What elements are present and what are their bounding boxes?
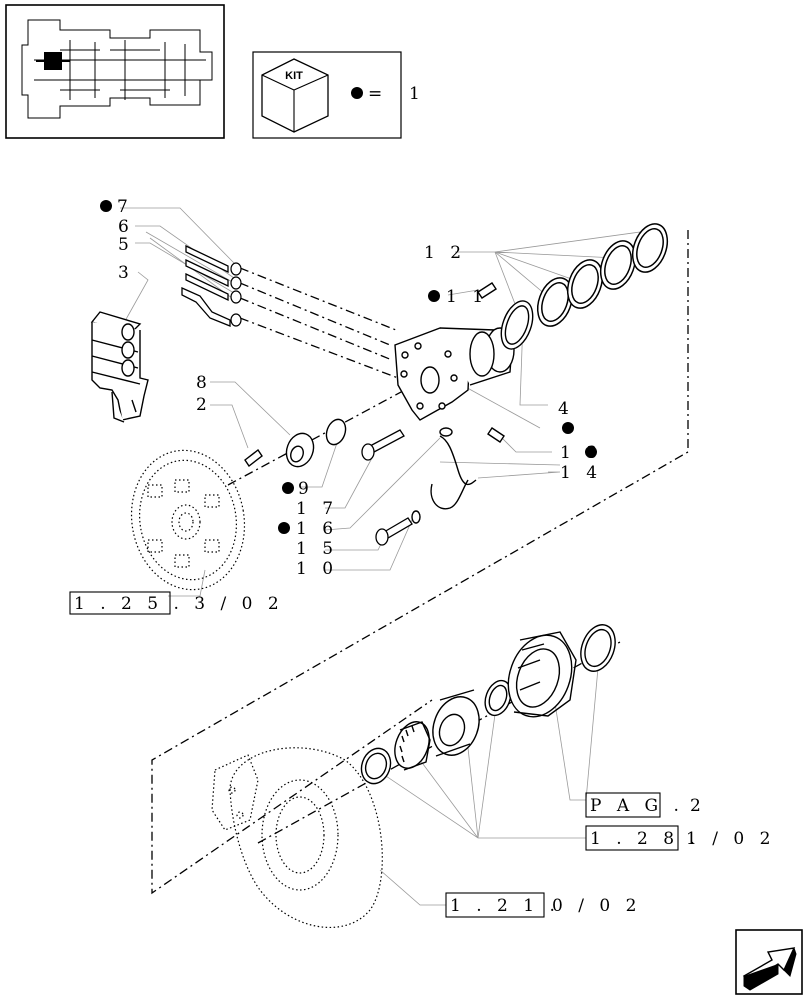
assembly-thumbnail[interactable] — [5, 4, 225, 139]
callout-12[interactable]: 1 2 — [424, 243, 466, 263]
callout-15[interactable]: 1 5 — [296, 539, 338, 559]
callout-3[interactable]: 3 — [118, 263, 134, 283]
callout-2[interactable]: 2 — [196, 395, 212, 415]
pin-13[interactable] — [487, 427, 505, 443]
kit-dot-icon — [428, 290, 440, 302]
ring-set-12[interactable] — [531, 219, 673, 331]
callout-4[interactable]: 4 — [558, 399, 574, 419]
gear-synchro-ring-mid[interactable] — [481, 677, 516, 719]
kit-quantity: 1 — [409, 84, 420, 104]
kit-equals: = — [368, 84, 382, 104]
kit-label: KIT — [285, 70, 303, 82]
reference-1-21-text: 1 . 2 1 . — [450, 896, 560, 916]
callout-6[interactable]: 6 — [118, 217, 134, 237]
clutch-disc-outline — [130, 449, 246, 591]
selector-housing[interactable] — [394, 327, 515, 421]
kit-dot-icon — [282, 482, 294, 494]
gear-synchro-ring-large[interactable] — [575, 620, 621, 676]
reference-1-28-tail: 1 / 0 2 — [686, 829, 775, 849]
washer-9[interactable] — [323, 417, 349, 448]
gear-medium[interactable] — [425, 689, 487, 762]
assembly-boundary — [151, 230, 689, 895]
kit-dot-icon — [585, 446, 597, 458]
gear-large[interactable] — [497, 626, 582, 725]
callout-5[interactable]: 5 — [118, 235, 134, 255]
shaft-axis-upper — [227, 326, 523, 486]
bolt-17[interactable] — [361, 429, 405, 461]
oil-pipe-14[interactable] — [430, 427, 477, 510]
next-page-button[interactable] — [735, 929, 803, 995]
callout-8[interactable]: 8 — [196, 373, 212, 393]
shift-fork-stack[interactable] — [90, 311, 149, 423]
kit-dot-icon — [100, 200, 112, 212]
callout-10[interactable]: 1 0 — [296, 559, 338, 579]
seal-ring-4-inner — [504, 305, 530, 345]
rod-axis-lines — [239, 267, 399, 379]
pin-2[interactable] — [244, 448, 263, 468]
shift-rods[interactable] — [181, 244, 242, 327]
arrow-icon — [742, 947, 797, 991]
callout-labels: 7 6 5 3 1 2 1 1 8 2 4 1 3 1 4 9 1 7 1 6 … — [100, 197, 602, 579]
reference-1-28-1[interactable]: 1 . 2 8 . 1 / 0 2 — [585, 825, 775, 851]
gear-synchro-ring-small[interactable] — [357, 744, 396, 787]
bushing-8[interactable] — [282, 430, 318, 471]
callout-14[interactable]: 1 4 — [560, 463, 602, 483]
kit-dot-icon — [278, 522, 290, 534]
reference-pag-2[interactable]: P A G . 2 — [585, 792, 706, 818]
callout-9[interactable]: 9 — [298, 479, 314, 499]
reference-1-21-0[interactable]: 1 . 2 1 . 0 / 0 2 — [445, 892, 641, 918]
bolt-15[interactable] — [375, 517, 413, 546]
pin-11[interactable] — [477, 282, 497, 299]
callout-7[interactable]: 7 — [117, 197, 133, 217]
reference-pag-text: P A G . — [590, 796, 684, 816]
reference-1-25-3-text: 1 . 2 5 . 3 / 0 2 — [74, 594, 284, 614]
reference-1-25-3[interactable]: 1 . 2 5 . 3 / 0 2 — [69, 591, 284, 615]
washer-10[interactable] — [411, 510, 421, 524]
callout-16[interactable]: 1 6 — [296, 519, 338, 539]
reference-pag-number: 2 — [690, 796, 706, 816]
kit-dot-icon — [351, 87, 363, 99]
kit-legend: KIT = 1 — [252, 51, 420, 139]
callout-11[interactable]: 1 1 — [446, 287, 488, 307]
callout-17[interactable]: 1 7 — [296, 499, 338, 519]
reference-1-21-tail: 0 / 0 2 — [552, 896, 641, 916]
transmission-housing-outline — [211, 747, 383, 929]
reference-1-28-text: 1 . 2 8 . — [590, 829, 700, 849]
kit-box-icon: KIT — [261, 58, 329, 133]
gear-small[interactable] — [389, 717, 435, 773]
kit-dot-icon — [562, 422, 574, 434]
